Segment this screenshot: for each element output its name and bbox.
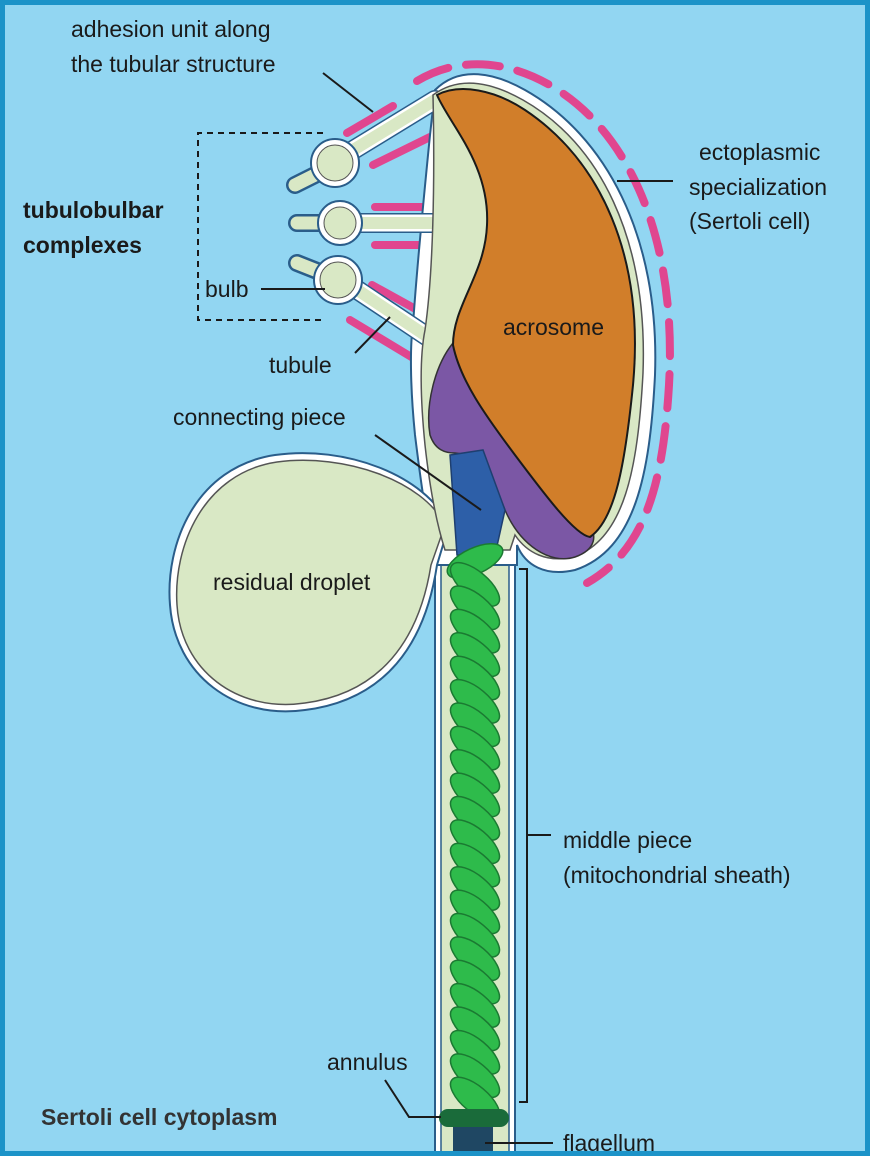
middle-piece-label-line2: (mitochondrial sheath) <box>563 862 791 888</box>
annulus-label: annulus <box>327 1049 408 1075</box>
bulb-label: bulb <box>205 276 248 302</box>
tubule-label: tubule <box>269 352 332 378</box>
flagellum <box>453 1127 493 1156</box>
tubulobulbar-label-line1: tubulobulbar <box>23 197 164 223</box>
flagellum-label: flagellum <box>563 1130 655 1156</box>
bulb-icon <box>320 262 356 298</box>
middle-piece-label-line1: middle piece <box>563 827 692 853</box>
ectoplasmic-label-line3: (Sertoli cell) <box>689 208 810 234</box>
ectoplasmic-label-line2: specialization <box>689 174 827 200</box>
adhesion-label-line2: the tubular structure <box>71 51 276 77</box>
bulbs <box>311 139 362 304</box>
bulb-icon <box>317 145 353 181</box>
adhesion-label-line1: adhesion unit along <box>71 16 271 42</box>
bulb-icon <box>324 207 356 239</box>
tubulobulbar-label-line2: complexes <box>23 232 142 258</box>
annulus <box>439 1109 509 1127</box>
connecting-piece-label: connecting piece <box>173 404 346 430</box>
sertoli-cytoplasm-label: Sertoli cell cytoplasm <box>41 1104 277 1130</box>
ectoplasmic-label-line1: ectoplasmic <box>699 139 820 165</box>
sperm-sertoli-diagram: adhesion unit along the tubular structur… <box>5 5 870 1156</box>
acrosome-label: acrosome <box>503 314 604 340</box>
residual-droplet-label: residual droplet <box>213 569 371 595</box>
